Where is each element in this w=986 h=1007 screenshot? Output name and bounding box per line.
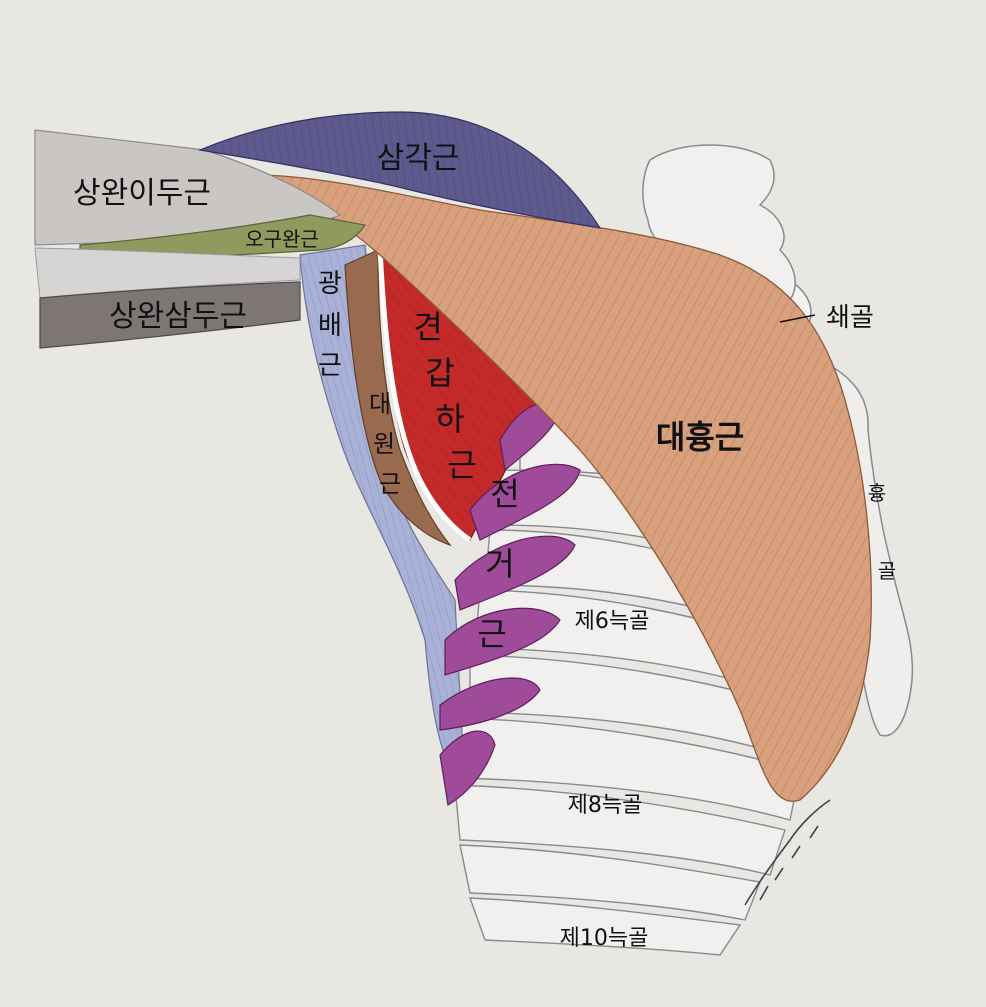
- latissimus-texture: [300, 245, 465, 790]
- label-serratus-1: 전: [490, 475, 519, 513]
- label-latissimus-3: 근: [318, 351, 342, 381]
- clavicle-pointer-line: [779, 314, 816, 323]
- label-subscapularis-2: 갑: [425, 354, 454, 392]
- label-sternum-1: 흉: [868, 481, 886, 505]
- serratus-anterior-muscle: [439, 402, 581, 806]
- label-rib8: 제8늑골: [568, 793, 643, 818]
- label-latissimus-1: 광: [318, 269, 342, 299]
- label-sternum-2: 골: [878, 559, 896, 583]
- scapula-edge: [377, 247, 472, 543]
- label-teres-major-1: 대: [369, 390, 391, 418]
- label-subscapularis-1: 견: [413, 308, 442, 346]
- triceps-muscle: [39, 281, 301, 349]
- label-pectoralis-major: 대흉근: [656, 418, 744, 456]
- pectoralis-texture: [255, 175, 872, 802]
- label-teres-major-3: 근: [379, 470, 401, 498]
- label-serratus-2: 거: [485, 545, 514, 583]
- label-triceps: 상완삼두근: [109, 299, 247, 334]
- label-clavicle: 쇄골: [826, 303, 874, 333]
- label-subscapularis-4: 근: [447, 446, 476, 484]
- label-deltoid: 삼각근: [377, 141, 460, 176]
- teres-major-muscle: [344, 249, 452, 547]
- label-coracobrachialis: 오구완근: [245, 227, 319, 251]
- label-teres-major-2: 원: [373, 430, 395, 458]
- label-rib10: 제10늑골: [560, 926, 649, 951]
- label-serratus-3: 근: [477, 615, 506, 653]
- label-latissimus-2: 배: [318, 311, 342, 341]
- label-rib6: 제6늑골: [575, 609, 650, 634]
- artist-signature: [744, 799, 831, 906]
- deltoid-texture: [200, 112, 600, 228]
- label-subscapularis-3: 하: [435, 400, 464, 438]
- label-biceps: 상완이두근: [73, 176, 211, 211]
